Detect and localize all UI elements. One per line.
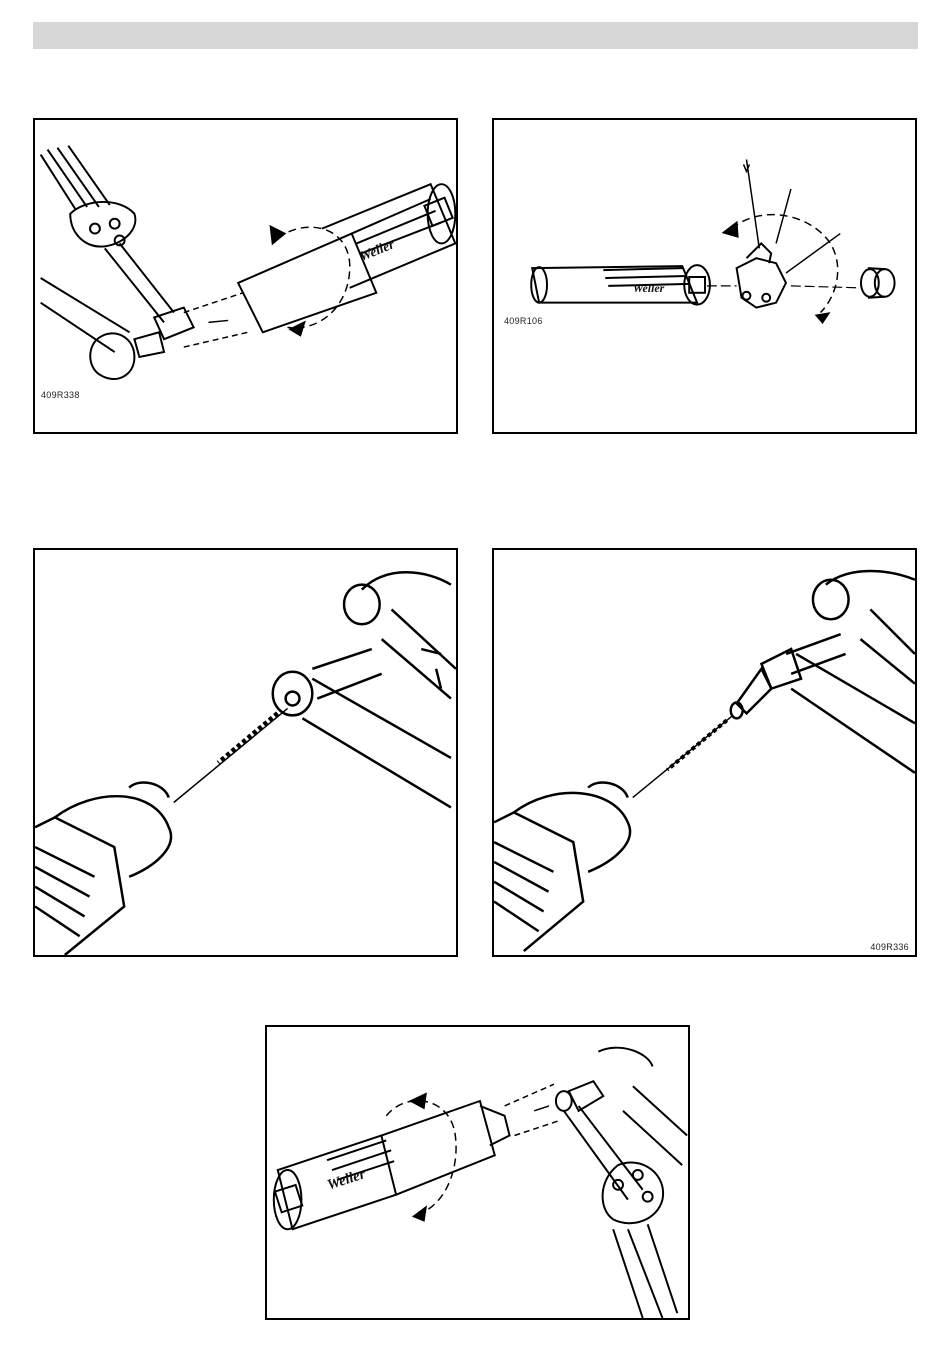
figure-2-cutter-assembly: Weller 409R106 <box>492 118 917 434</box>
figure-1-tip-removal: Weller 409R338 <box>33 118 458 434</box>
figure-code: 409R338 <box>41 390 80 400</box>
figure-2-illustration: Weller <box>494 120 915 432</box>
figure-3-bore-cleaning <box>33 548 458 957</box>
figure-code: 409R106 <box>504 316 543 326</box>
figure-1-illustration: Weller <box>35 120 456 432</box>
weller-logo: Weller <box>325 1166 367 1193</box>
figure-4-illustration <box>494 550 915 955</box>
weller-logo: Weller <box>633 281 665 295</box>
figure-5-tip-refit: Weller <box>265 1025 690 1320</box>
header-bar <box>33 22 918 49</box>
figure-4-tip-cleaning: 409R336 <box>492 548 917 957</box>
figure-code: 409R336 <box>870 942 909 952</box>
figure-3-illustration <box>35 550 456 955</box>
figure-5-illustration: Weller <box>267 1027 688 1318</box>
